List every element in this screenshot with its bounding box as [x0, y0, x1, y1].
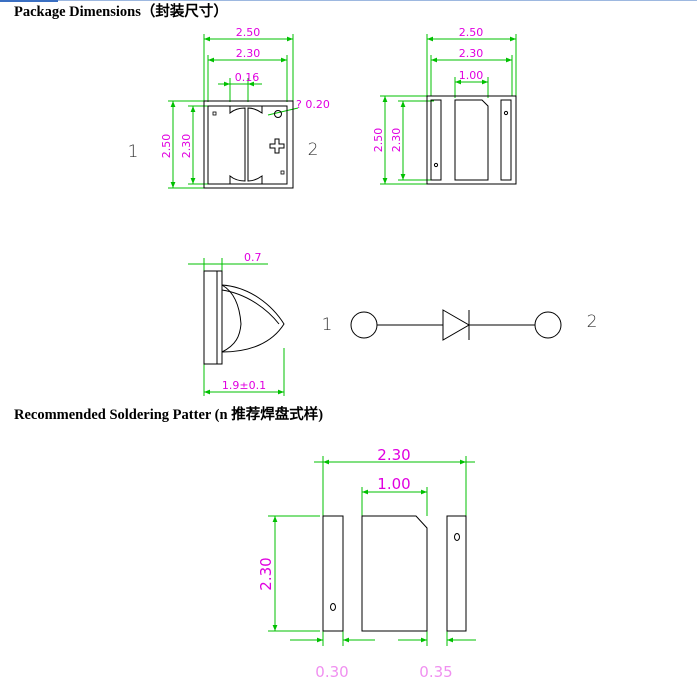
bottom-width-outer-label: 2.50	[459, 26, 484, 39]
top-width-inner-label: 2.30	[236, 47, 261, 60]
side-body-width-label: 1.9±0.1	[222, 379, 266, 392]
package-dimensions-heading: Package Dimensions（封装尺寸）	[14, 4, 228, 20]
top-height-inner-label: 2.30	[180, 134, 193, 159]
side-lens-height-label: 0.7	[244, 251, 262, 264]
diode-schematic: 1 2	[322, 309, 598, 341]
top-pin1-label: 1	[128, 142, 139, 162]
solder-pattern: 2.30 1.00 2.30 0.30 0.35	[257, 446, 476, 681]
top-slot-label: 0.16	[235, 71, 260, 84]
soldering-pattern-heading: Recommended Soldering Patter (n 推荐焊盘式样)	[14, 407, 324, 423]
schematic-pin2-label: 2	[587, 312, 598, 332]
top-view: 2.50 2.30 0.16 ? 0.20 2.50 2.30 1 2	[128, 26, 330, 189]
solder-center-pad-label: 1.00	[377, 475, 410, 493]
top-hole-label: ? 0.20	[296, 98, 330, 111]
top-width-outer-label: 2.50	[236, 26, 261, 39]
bottom-view: 2.50 2.30 1.00 2.50 2.30	[372, 26, 517, 185]
bottom-height-inner-label: 2.30	[390, 128, 403, 153]
solder-gap-label: 0.35	[419, 663, 452, 681]
top-pin2-label: 2	[308, 140, 319, 160]
schematic-pin1-label: 1	[322, 315, 333, 335]
top-height-outer-label: 2.50	[160, 134, 173, 159]
solder-left-pad-label: 0.30	[315, 663, 348, 681]
solder-overall-width-label: 2.30	[377, 446, 410, 464]
header-rule	[0, 0, 697, 2]
bottom-width-inner-label: 2.30	[459, 47, 484, 60]
side-view: 0.7 1.9±0.1	[188, 251, 285, 396]
solder-height-label: 2.30	[257, 557, 275, 590]
bottom-height-outer-label: 2.50	[372, 128, 385, 153]
bottom-pad-label: 1.00	[459, 69, 484, 82]
